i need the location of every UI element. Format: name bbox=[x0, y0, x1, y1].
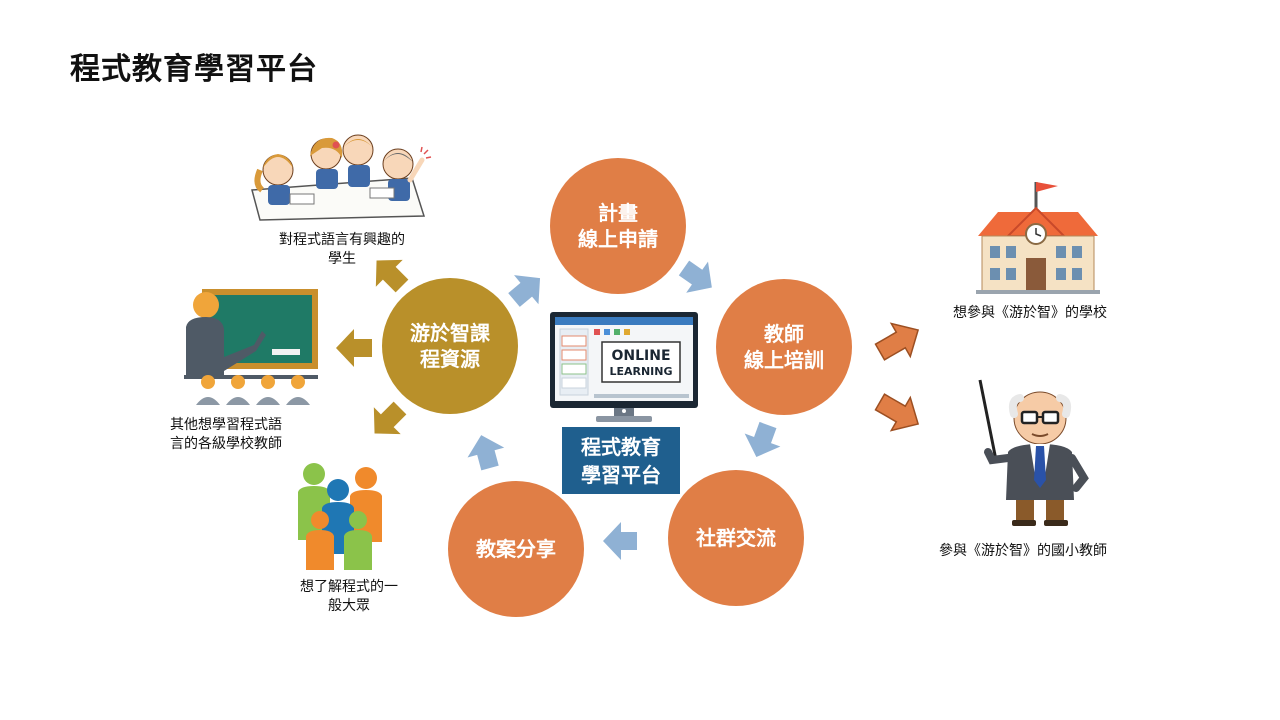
community-circle: 社群交流 bbox=[668, 470, 804, 606]
arrow-to-students bbox=[375, 259, 409, 293]
elementary-teacher-icon bbox=[978, 379, 1089, 526]
teacher-blackboard-icon bbox=[184, 289, 318, 405]
monitor-line2: LEARNING bbox=[609, 365, 672, 378]
students-label: 對程式語言有興趣的 學生 bbox=[279, 232, 405, 267]
public-people-icon bbox=[298, 463, 382, 570]
arrow-sharing-to-resources bbox=[467, 435, 505, 471]
training-circle: 教師 線上培訓 bbox=[716, 279, 852, 415]
school-building-icon bbox=[976, 182, 1100, 294]
monitor-icon: ONLINE LEARNING bbox=[550, 312, 698, 422]
plan-circle: 計畫 線上申請 bbox=[550, 158, 686, 294]
elementary-teachers-label: 參與《游於智》的國小教師 bbox=[939, 543, 1107, 559]
arrow-training-to-community bbox=[744, 421, 781, 457]
teachers-label: 其他想學習程式語 言的各級學校教師 bbox=[170, 417, 282, 452]
sharing-circle: 教案分享 bbox=[448, 481, 584, 617]
students-icon bbox=[251, 134, 432, 221]
monitor-line1: ONLINE bbox=[611, 348, 670, 364]
arrow-community-to-sharing bbox=[603, 522, 637, 560]
schools-label: 想參與《游於智》的學校 bbox=[953, 305, 1107, 321]
arrow-to-teachers bbox=[336, 329, 372, 367]
arrow-to-elementary-teachers bbox=[874, 393, 920, 432]
public-label: 想了解程式的一 般大眾 bbox=[300, 579, 398, 614]
resources-circle: 游於智課 程資源 bbox=[382, 278, 518, 414]
arrow-resources-to-plan bbox=[508, 275, 541, 307]
page-title: 程式教育學習平台 bbox=[70, 52, 318, 87]
arrow-to-public bbox=[373, 401, 407, 435]
center-platform-label: 程式教育 學習平台 bbox=[562, 427, 680, 494]
arrow-plan-to-training bbox=[678, 260, 712, 293]
arrow-to-schools bbox=[874, 322, 920, 361]
